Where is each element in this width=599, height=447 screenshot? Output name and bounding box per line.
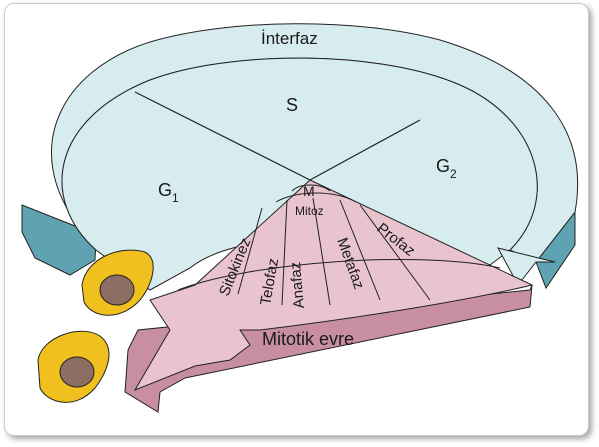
s-phase-label: S: [286, 95, 298, 115]
mitotic-phase-label: Mitotik evre: [262, 329, 354, 349]
interphase-label: İnterfaz: [261, 29, 318, 48]
g2-subscript: 2: [450, 167, 457, 181]
daughter-cell-2: [38, 331, 109, 402]
m-label: M: [303, 183, 315, 199]
g1-subscript: 1: [172, 191, 179, 205]
mitosis-label: Mitoz: [295, 204, 324, 218]
